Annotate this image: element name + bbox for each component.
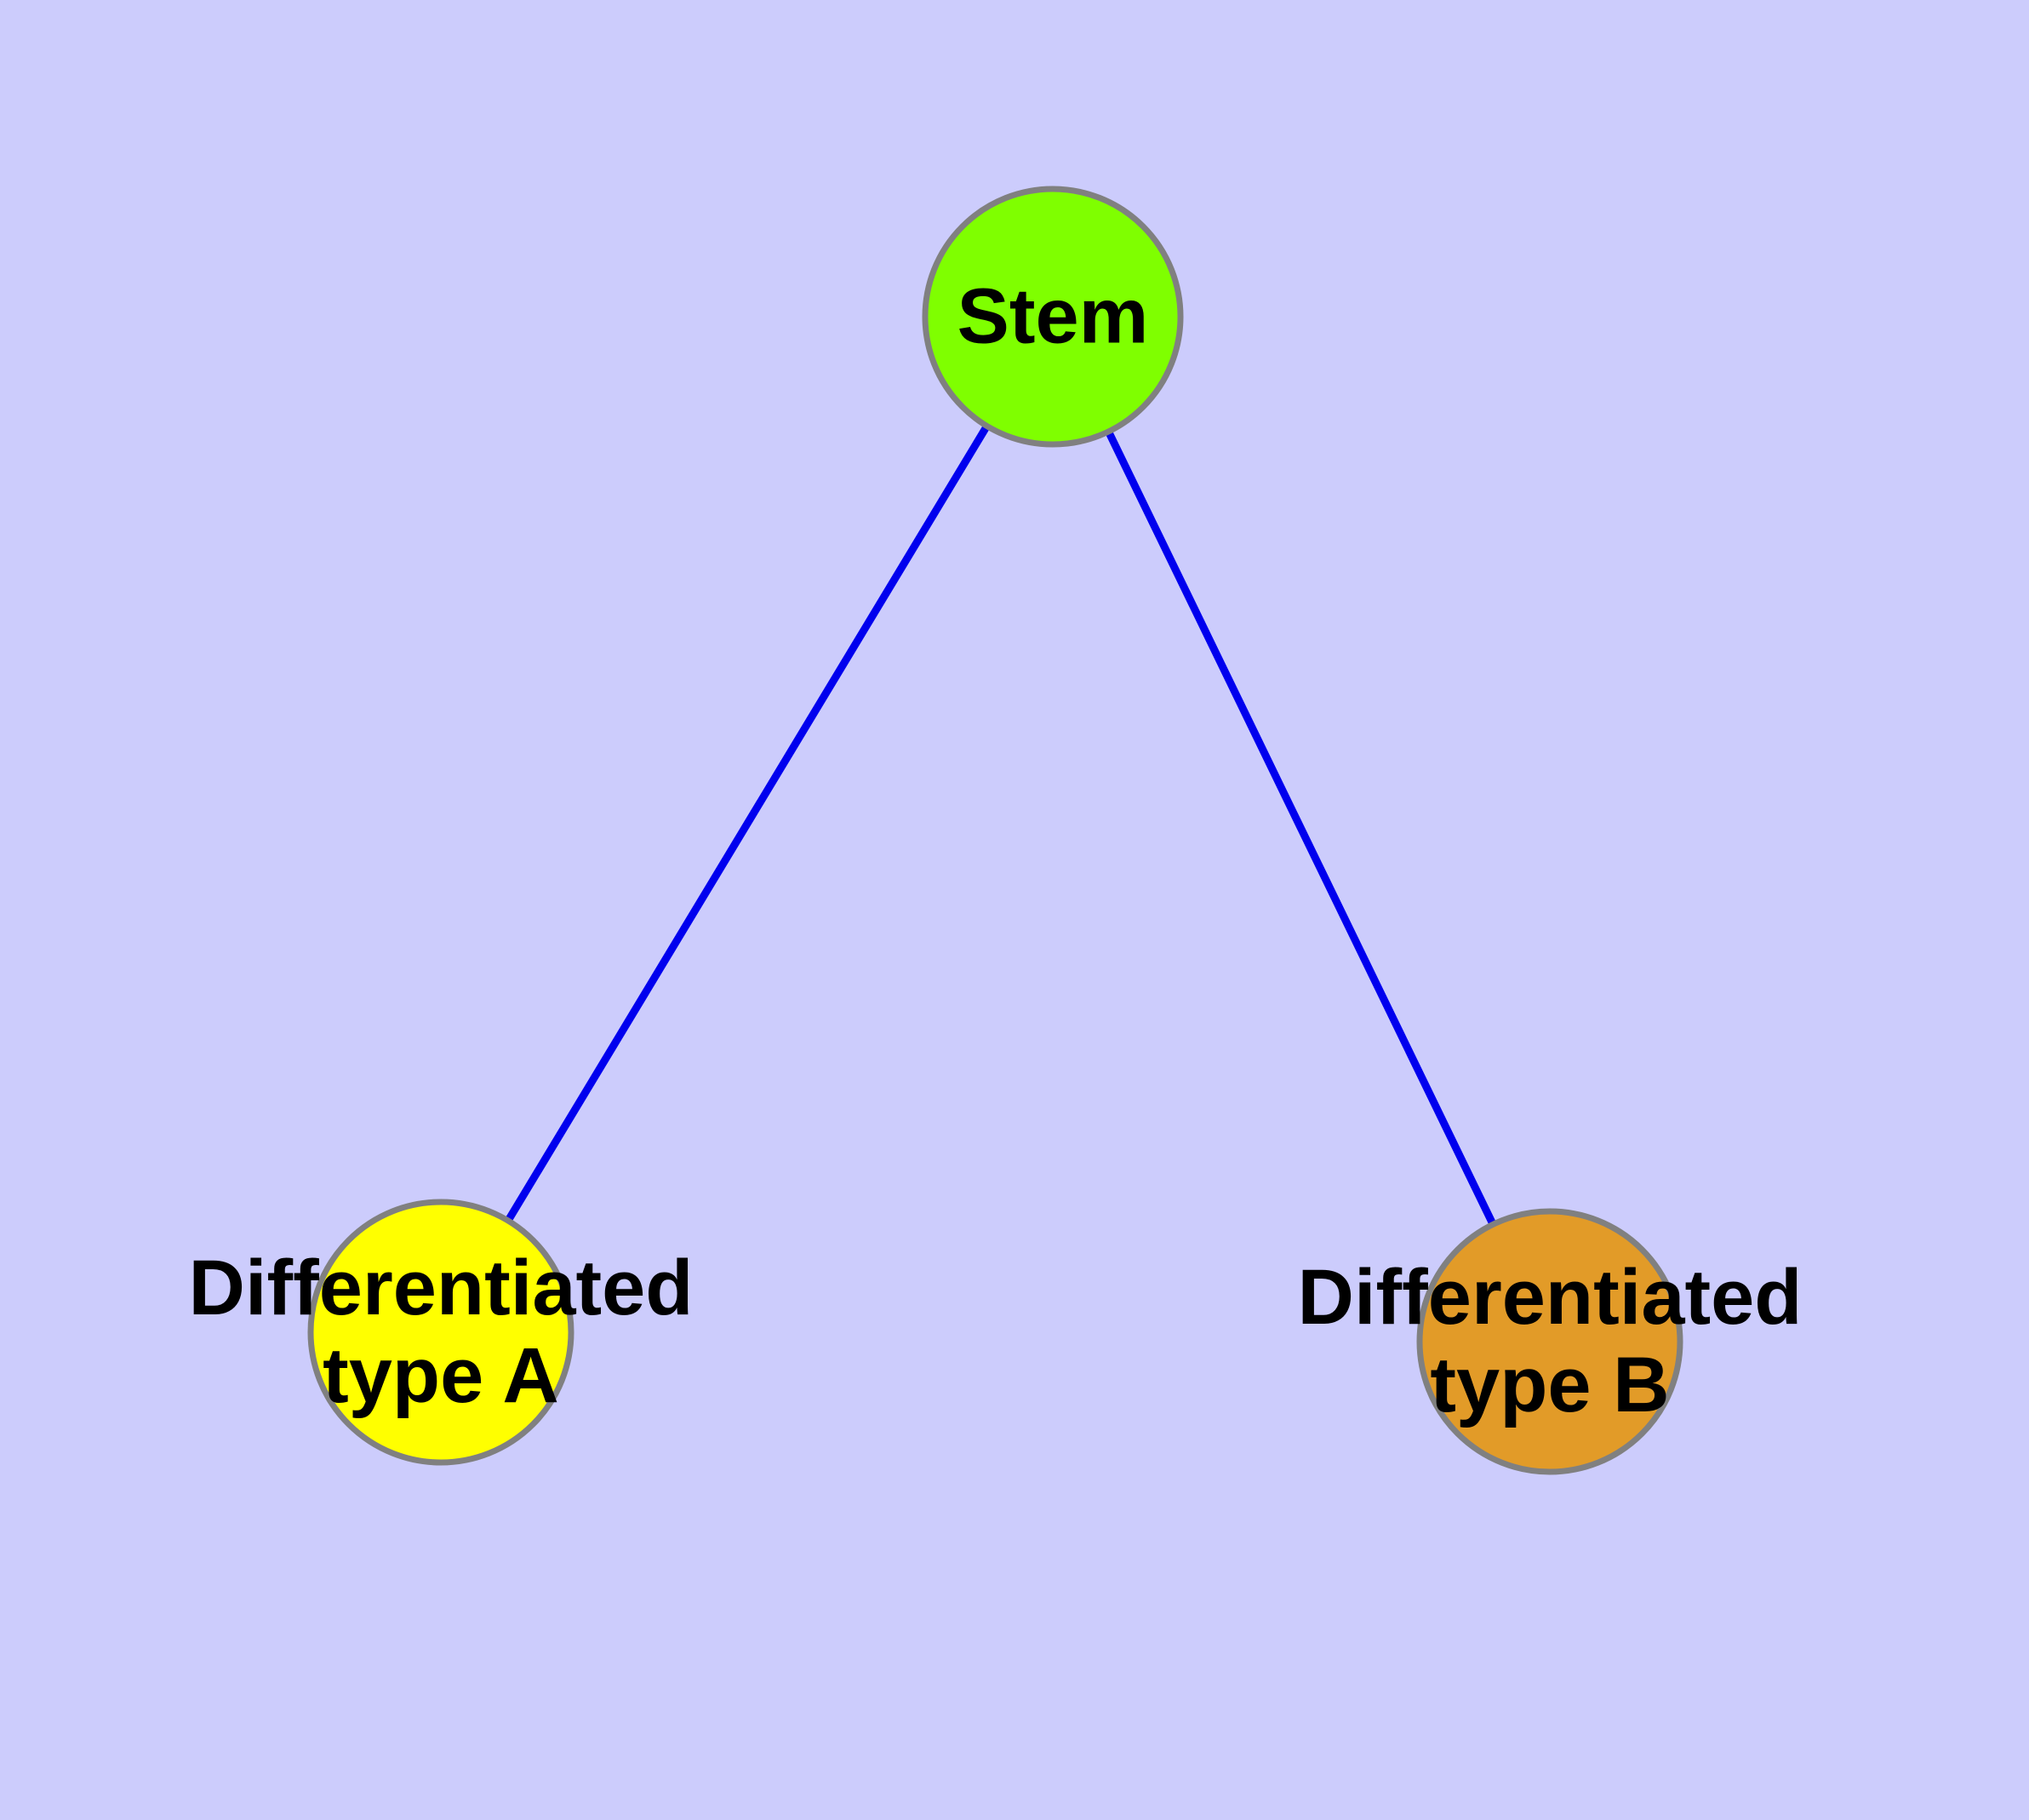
- graph-node-diff_a[interactable]: [307, 1199, 574, 1466]
- node-layer: [307, 186, 1683, 1475]
- edge-layer: [437, 314, 1554, 1343]
- graph-node-diff_b[interactable]: [1416, 1208, 1683, 1475]
- graph-edge-stem-to-diff-a: [437, 314, 1056, 1335]
- graph-node-stem[interactable]: [922, 186, 1184, 448]
- graph-edge-stem-to-diff-b: [1049, 315, 1554, 1343]
